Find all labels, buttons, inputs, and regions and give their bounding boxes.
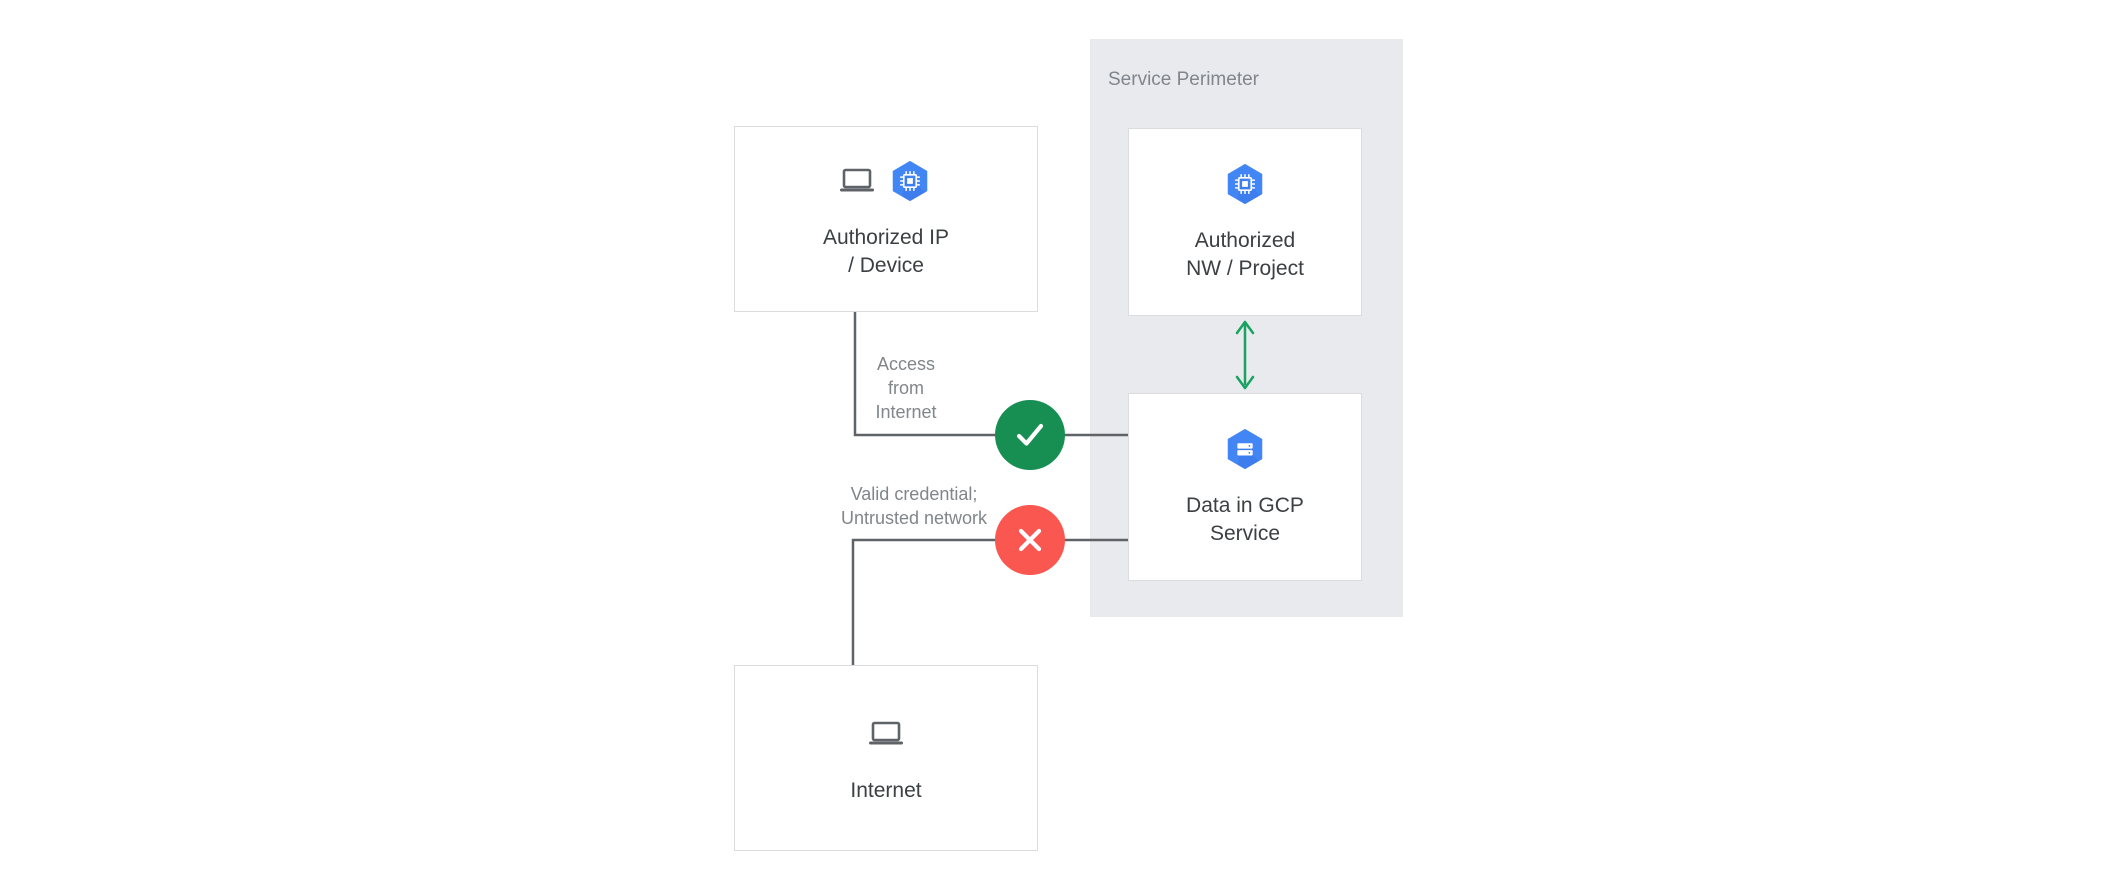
node-icon-group	[1222, 161, 1268, 207]
laptop-icon	[840, 168, 874, 192]
node-label-internet: Internet	[850, 779, 922, 802]
node-internet[interactable]: Internet	[734, 665, 1038, 851]
node-icon-group	[839, 158, 933, 204]
edge-label-valid-credential-untrusted-network: Valid credential; Untrusted network	[840, 484, 988, 528]
status-badge-denied	[995, 505, 1065, 575]
node-icon-group	[868, 711, 904, 757]
deny-connector-path	[851, 538, 1128, 665]
service-perimeter-label: Service Perimeter	[1108, 69, 1259, 90]
edge-label-access-from-internet: Access from Internet	[875, 354, 937, 422]
x-icon	[1018, 528, 1042, 552]
node-label-authorized-nw-project: Authorized NW / Project	[1186, 229, 1304, 280]
bigquery-data-icon	[1227, 428, 1263, 470]
node-data-in-gcp-service[interactable]: Data in GCP Service	[1128, 393, 1362, 581]
node-label-data-in-gcp-service: Data in GCP Service	[1186, 494, 1304, 545]
node-label-authorized-ip-device: Authorized IP / Device	[822, 226, 950, 277]
node-authorized-ip-device[interactable]: Authorized IP / Device	[734, 126, 1038, 312]
laptop-icon	[869, 721, 903, 745]
compute-engine-icon	[1227, 163, 1263, 205]
compute-engine-icon	[892, 160, 928, 202]
node-authorized-nw-project[interactable]: Authorized NW / Project	[1128, 128, 1362, 316]
status-badge-allowed	[995, 400, 1065, 470]
node-icon-group	[1222, 426, 1268, 472]
check-icon	[1016, 423, 1044, 446]
